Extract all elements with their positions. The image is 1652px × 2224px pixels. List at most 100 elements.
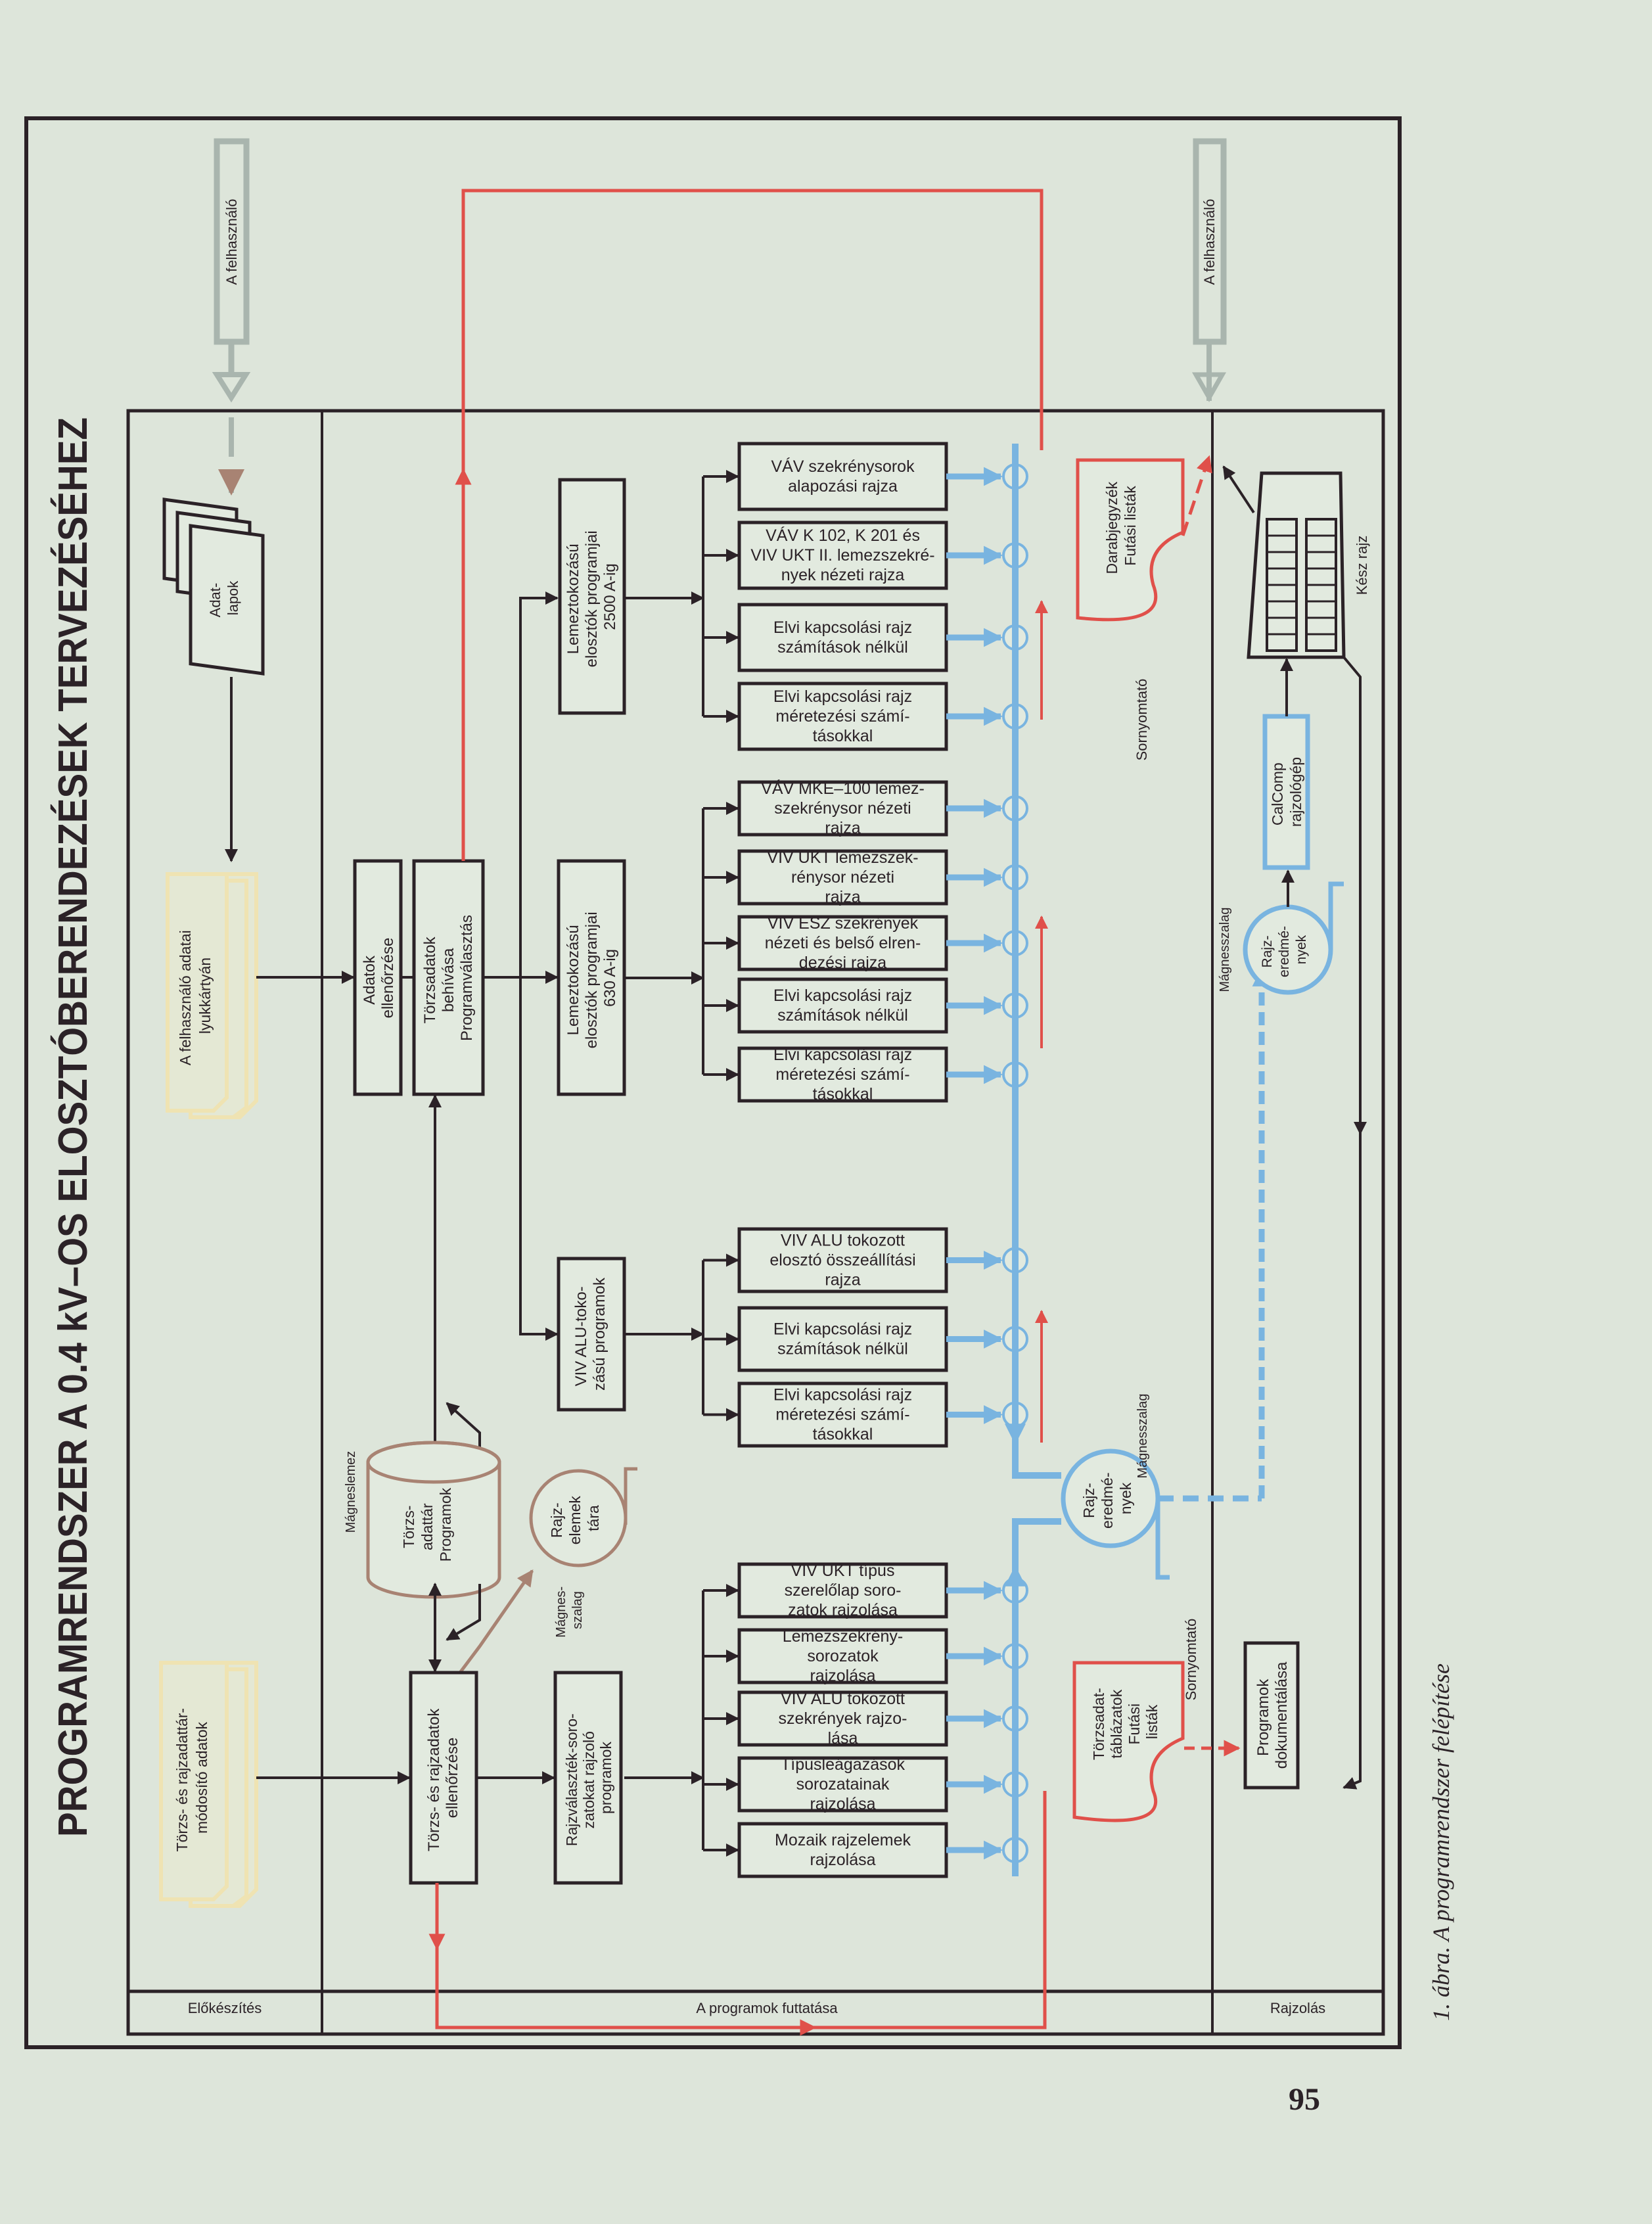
documentation-box: Programok dokumentálása	[1243, 1641, 1300, 1790]
tape-results2-medium: Mágnesszalag	[1218, 908, 1232, 992]
tape-results-plot: Rajz- eredmé- nyek	[1243, 881, 1344, 995]
punchcards-user-label: A felhasználó adatai lyukkártyán	[177, 926, 214, 1065]
finished-drawing-icon: Kész rajz	[1247, 471, 1370, 659]
user-input-label: A felhasználó	[223, 199, 240, 285]
svg-text:Rajz- eredmé-: Rajz- eredmé- nyek	[1080, 1468, 1134, 1529]
svg-text:Rajz- eredmé-: Rajz- eredmé- nyek	[1260, 922, 1309, 977]
svg-text:Rajzválaszték-soro- za: Rajzválaszték-soro- zatokat rajzoló prog…	[563, 1709, 614, 1846]
datasheets-label: Adat- lapok	[207, 579, 241, 618]
flow-check-to-elements	[459, 1569, 534, 1674]
finished-drawing-label: Kész rajz	[1354, 536, 1370, 595]
plotter-box: CalComp rajzológép	[1262, 714, 1310, 870]
punchcards-master-label: Törzs- és rajzadattár- módosító adatok	[173, 1704, 210, 1852]
page-number: 95	[1289, 2082, 1320, 2117]
prog-alu-box: VIV ALU-toko- zású programok	[557, 1257, 626, 1412]
printer2-label: Sornyomtató	[1183, 1619, 1199, 1701]
outer-frame	[24, 116, 1402, 2049]
open-arrow-icon	[212, 372, 251, 403]
lane-label-prep: Előkészítés	[188, 2000, 262, 2016]
element-store-medium: Mágnes- szalag	[554, 1583, 585, 1637]
check-master-box: Törzs- és rajzadatok ellenőrzése	[409, 1671, 478, 1885]
svg-text:Rajz- elemek t: Rajz- elemek tára	[548, 1492, 602, 1545]
tape-results-medium: Mágnesszalag	[1136, 1394, 1150, 1479]
master-store-medium: Mágneslemez	[344, 1451, 358, 1533]
lane-label-run: A programok futtatása	[696, 2000, 838, 2016]
svg-text:VIV ALU-toko- zású pro: VIV ALU-toko- zású programok	[572, 1277, 608, 1391]
punchcards-master: Törzs- és rajzadattár- módosító adatok	[159, 1661, 258, 1908]
check-data-box: Adatok ellenőrzése	[353, 859, 403, 1096]
svg-text:Darabjegyzék Futási li: Darabjegyzék Futási listák	[1103, 477, 1139, 574]
user-output-label: A felhasználó	[1201, 199, 1218, 285]
user-input: A felhasználó	[212, 138, 251, 496]
prog-630-box: Lemeztokozású elosztók programjai 630 A-…	[557, 859, 626, 1096]
printer-parts-list: Darabjegyzék Futási listák Sornyomtató	[1076, 458, 1185, 761]
open-arrow-icon	[1191, 372, 1227, 403]
svg-text:Törzs- adattár: Törzs- adattár Programok	[400, 1487, 454, 1562]
lane-label-plot: Rajzolás	[1270, 2000, 1325, 2016]
flow-to-2500	[519, 591, 559, 977]
master-store-cylinder: Törzs- adattár Programok	[366, 1441, 501, 1599]
svg-text:Adatok ellenőrzése: Adatok ellenőrzése	[361, 938, 397, 1019]
svg-text:CalComp rajzológép: CalComp rajzológép	[1269, 757, 1304, 827]
printer1-label: Sornyomtató	[1134, 679, 1150, 761]
drawing-set-programs-box: Rajzválaszték-soro- zatokat rajzoló prog…	[553, 1671, 623, 1885]
figure-caption: 1. ábra. A programrendszer felépítése	[1428, 1663, 1454, 2021]
datasheets-stack: Adat- lapok	[162, 498, 265, 676]
page-title: PROGRAMRENDSZER A 0.4 kV–OS ELOSZTÓBEREN…	[51, 417, 96, 1837]
load-master-box: Törzsadatok behívása Programválasztás	[412, 859, 485, 1096]
red-flow	[428, 189, 1048, 2036]
flow-printer-to-user	[1181, 455, 1212, 536]
svg-text:Lemeztokozású elosztók: Lemeztokozású elosztók programjai 630 A-…	[564, 908, 619, 1049]
element-store-tape: Rajz- elemek tára	[529, 1467, 637, 1567]
flow-to-alu	[519, 977, 559, 1341]
svg-text:VÁV MKE–100 lemez-szekrénysor: VÁV MKE–100 lemez-szekrénysor nézetirajz…	[761, 779, 925, 837]
printer-master-tables: Törzsadat- táblázatok Futási listák Sorn…	[1072, 1619, 1199, 1822]
svg-text:Törzs- és rajzadatok e: Törzs- és rajzadatok ellenőrzése	[425, 1704, 461, 1851]
inner-frame	[126, 409, 1385, 2036]
user-output: A felhasználó	[1191, 138, 1227, 403]
svg-text:Törzsadat- táblázatok: Törzsadat- táblázatok Futási listák	[1090, 1684, 1160, 1760]
punchcards-user: A felhasználó adatai lyukkártyán	[166, 872, 258, 1119]
rotated-diagram: Előkészítés A programok futtatása Rajzol…	[24, 116, 1402, 2049]
prog-2500-box: Lemeztokozású elosztók programjai 2500 A…	[558, 478, 626, 715]
tape-results: Rajz- eredmé- nyek	[1061, 1448, 1170, 1580]
svg-text:Törzsadatok behívása: Törzsadatok behívása Programválasztás	[421, 915, 476, 1041]
svg-text:Programok dokumentálás: Programok dokumentálása	[1254, 1661, 1291, 1769]
